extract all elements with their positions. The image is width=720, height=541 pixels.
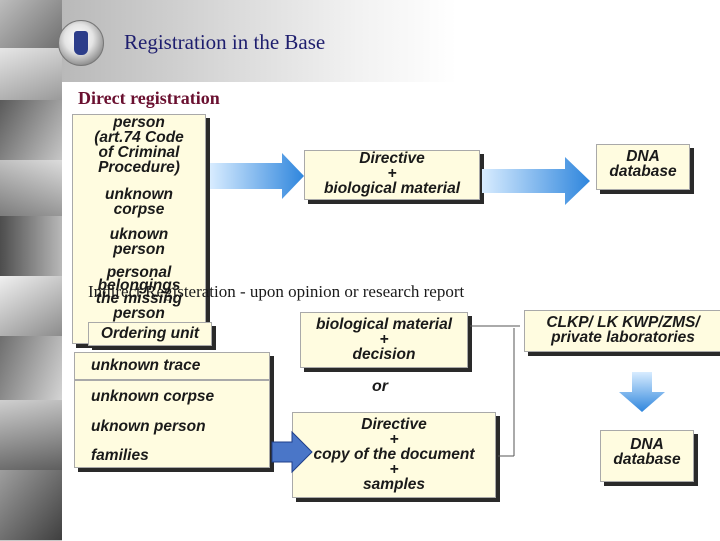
directive-box-indirect: Directive + copy of the document + sampl…	[292, 412, 496, 498]
dna-line: DNA	[626, 148, 660, 165]
laboratories-box: CLKP/ LK KWP/ZMS/ private laboratories	[524, 310, 720, 352]
left-line: person	[113, 114, 165, 131]
left-line: (art.74 Code	[94, 129, 184, 146]
indirect-registration-heading: Indirect Registeration - upon opinion or…	[88, 282, 465, 301]
photo-lab-6	[0, 276, 62, 337]
directive2-plus: +	[389, 461, 399, 478]
photo-lab-9	[0, 470, 62, 541]
ordering-unit-box: Ordering unit	[88, 322, 212, 346]
bio-line: decision	[352, 346, 416, 363]
left-line: the missing	[95, 290, 183, 307]
photo-lab-1	[0, 0, 62, 49]
photo-lab-5	[0, 216, 62, 277]
arrow-lab-to-dna	[619, 372, 665, 412]
dna-line: database	[609, 163, 677, 180]
police-star-logo-icon	[58, 20, 104, 66]
arrow-directive-to-dna	[482, 157, 590, 205]
dna-database-box-indirect: DNA database	[600, 430, 694, 482]
left-line: uknown	[109, 226, 169, 243]
left-line: corpse	[113, 201, 165, 218]
corpse-line: unknown corpse	[91, 388, 215, 405]
direct-left-box: person (art.74 Code of Criminal Procedur…	[72, 114, 206, 344]
lab-line: private laboratories	[551, 329, 695, 346]
directive-plus: +	[387, 165, 397, 182]
biological-decision-box: biological material + decision	[300, 312, 468, 368]
directive-line: biological material	[323, 180, 461, 197]
dna2-line: database	[613, 451, 681, 468]
directive2-line: copy of the document	[313, 446, 475, 463]
page-title: Registration in the Base	[124, 30, 326, 54]
directive2-line: samples	[362, 476, 426, 493]
photo-lab-7	[0, 336, 62, 401]
directive-box-direct: Directive + biological material	[304, 150, 480, 200]
or-label: or	[372, 378, 388, 395]
photo-lab-2	[0, 48, 62, 101]
bio-line: biological material	[315, 316, 453, 333]
left-line: person	[113, 305, 165, 322]
corpse-line: uknown person	[91, 418, 206, 435]
unknown-trace-label: unknown trace	[91, 357, 201, 374]
corpse-line: families	[91, 447, 149, 464]
left-line: Procedure)	[98, 159, 180, 176]
photo-lab-8	[0, 400, 62, 471]
header-photo-band	[62, 0, 720, 82]
directive2-line: Directive	[361, 416, 427, 433]
left-line: person	[113, 241, 165, 258]
bio-plus: +	[379, 331, 389, 348]
lab-line: CLKP/ LK KWP/ZMS/	[546, 314, 700, 331]
photo-strip	[0, 0, 62, 541]
photo-lab-3	[0, 100, 62, 161]
photo-lab-4	[0, 160, 62, 217]
unknown-corpse-box: unknown corpse uknown person families	[74, 380, 270, 468]
unknown-trace-box: unknown trace	[74, 352, 270, 380]
dna-database-box-direct: DNA database	[596, 144, 690, 190]
left-line: of Criminal	[98, 144, 180, 161]
left-line: personal	[106, 264, 172, 281]
left-line: belongings	[97, 277, 181, 294]
directive-line: Directive	[359, 150, 425, 167]
dna2-line: DNA	[630, 436, 664, 453]
arrow-left-to-directive	[210, 153, 304, 199]
directive2-plus: +	[389, 431, 399, 448]
direct-registration-heading: Direct registration	[78, 88, 220, 108]
left-line: unknown	[104, 186, 174, 203]
ordering-unit-label: Ordering unit	[100, 325, 200, 342]
